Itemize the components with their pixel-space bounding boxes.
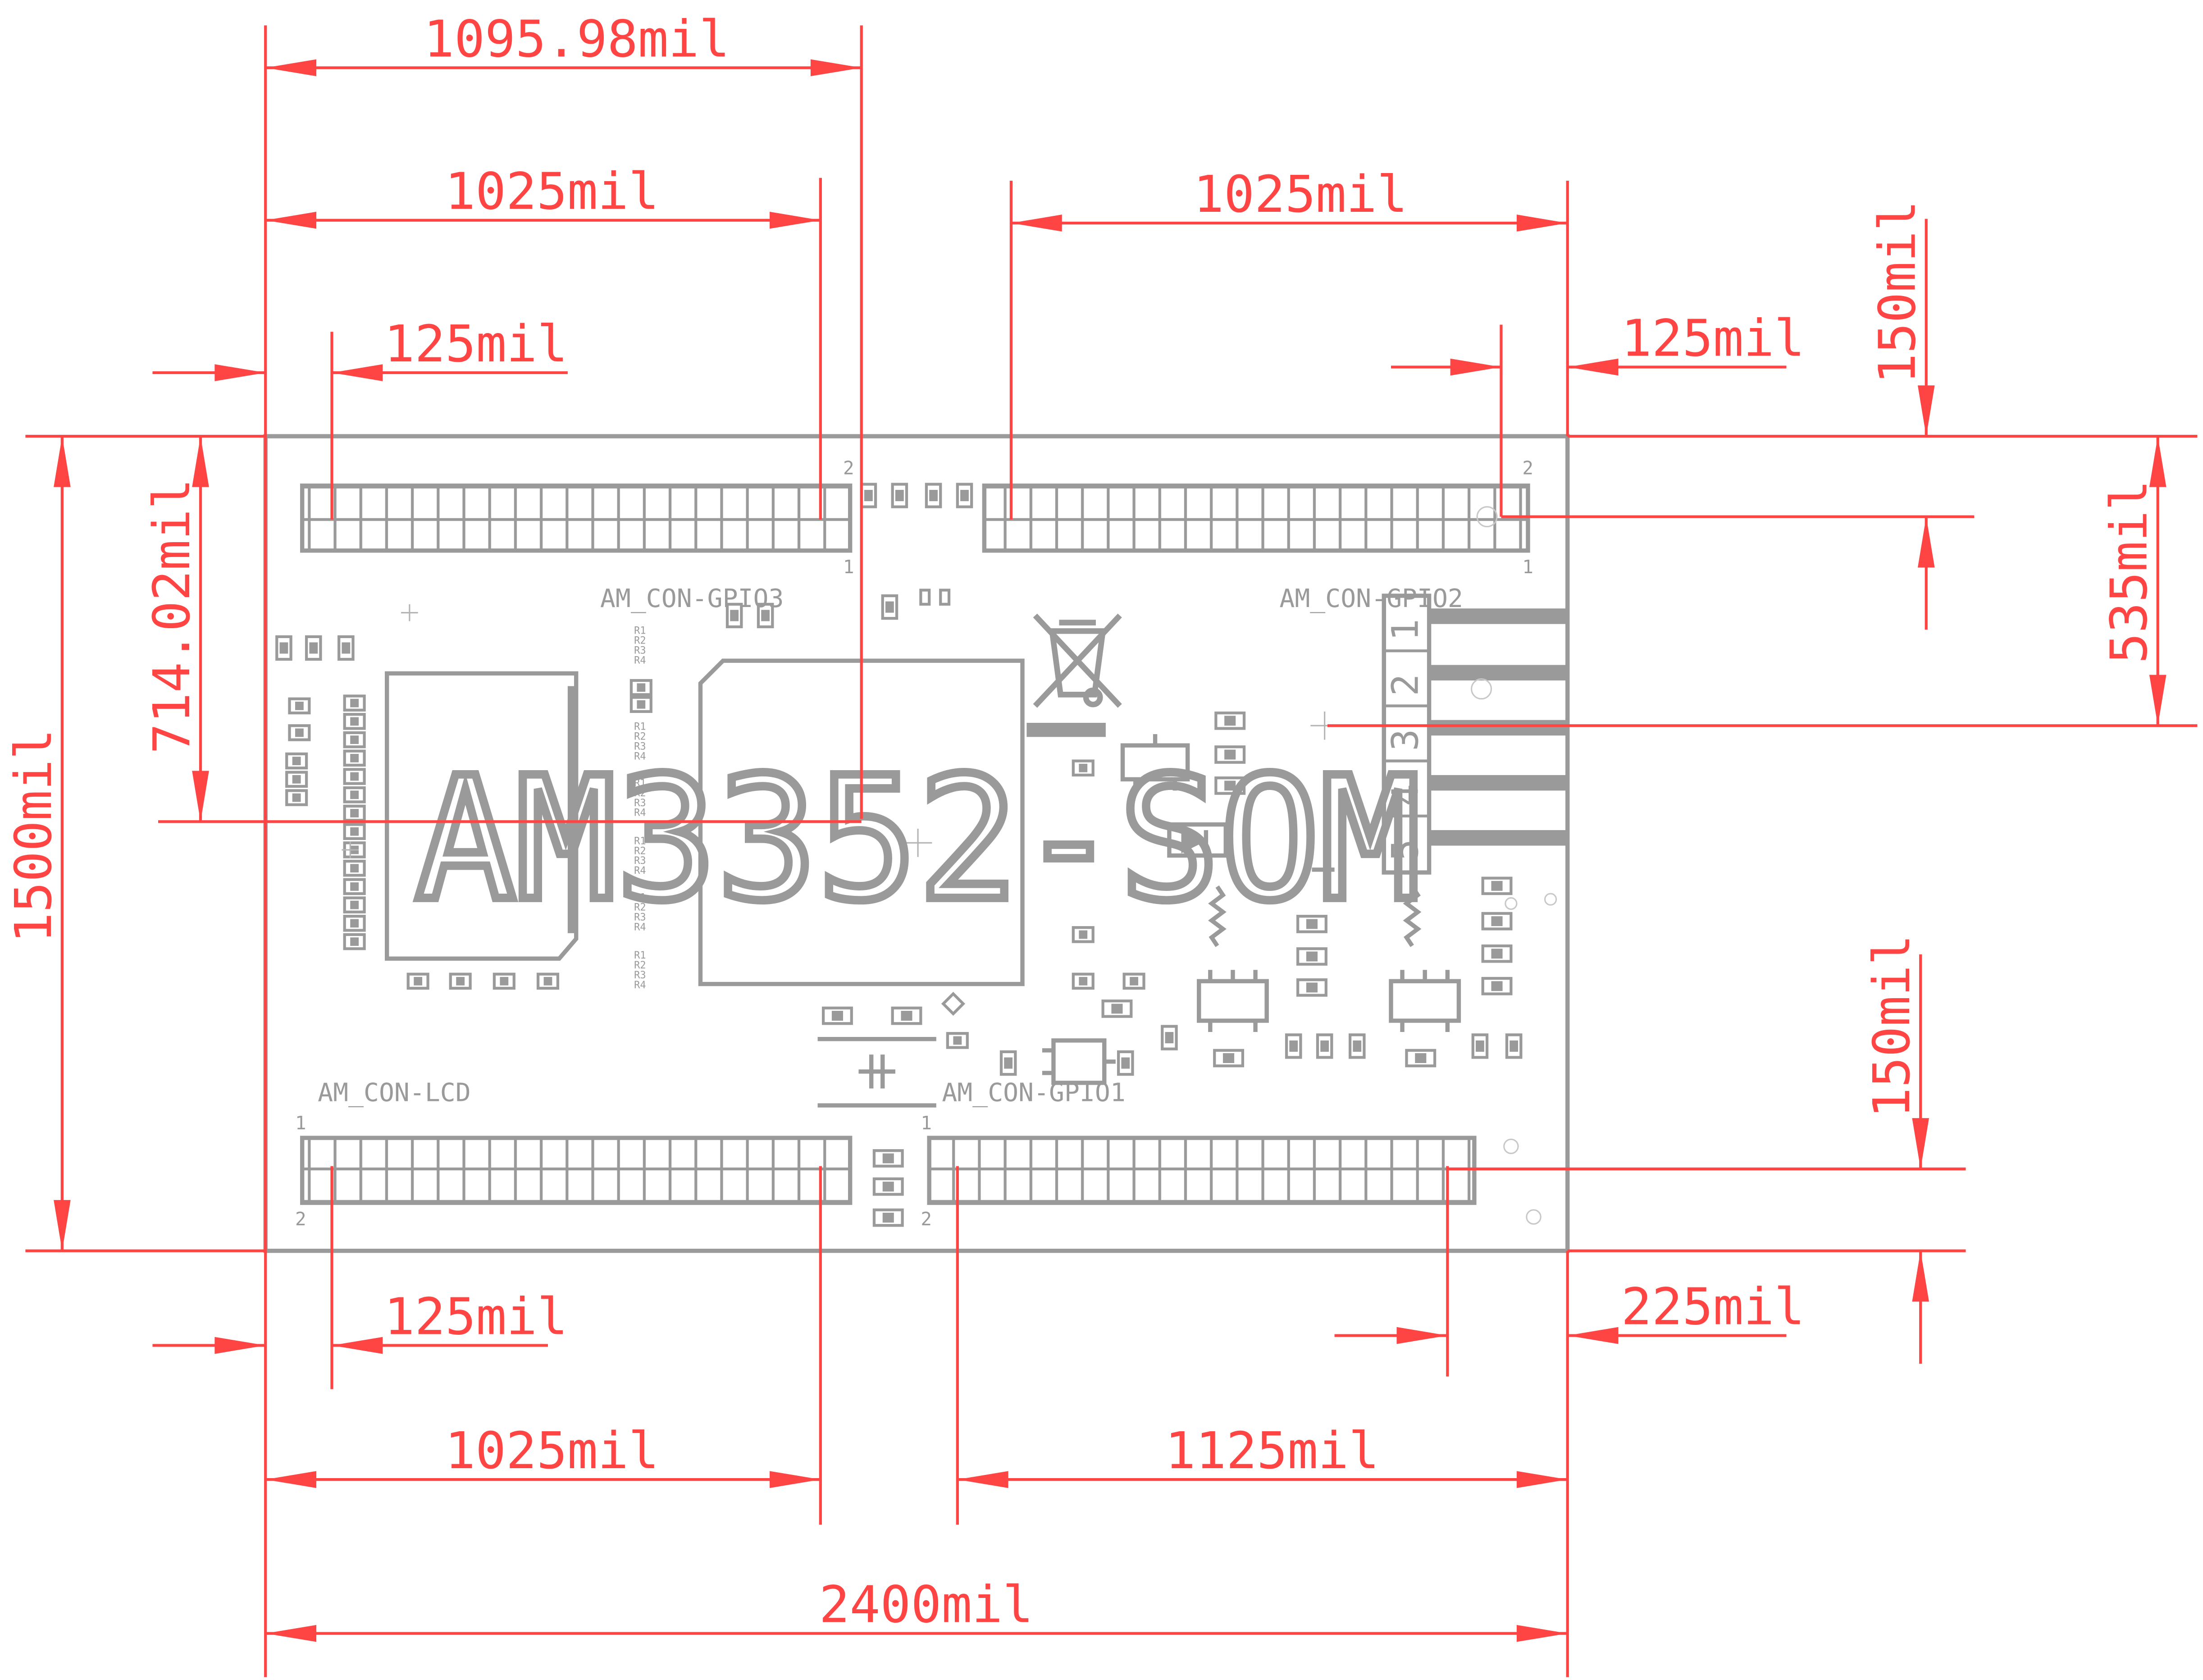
- dim-left-offset: 714.02mil: [142, 479, 201, 754]
- dim-offset-bottom-right: 225mil: [1621, 1277, 1805, 1337]
- connector-gpio3: 2 1 AM_CON-GPIO3: [300, 457, 854, 613]
- svg-text:R2: R2: [634, 845, 646, 857]
- svg-text:R1: R1: [634, 721, 646, 733]
- connector-lcd: AM_CON-LCD 1 2: [295, 1078, 853, 1230]
- memory-chip: [385, 671, 579, 961]
- weee-bin-icon: [1026, 613, 1122, 737]
- board-silkscreen: 2 1 AM_CON-GPIO3 2 1 AM_CON-GPIO2 AM_CON…: [263, 434, 1570, 1253]
- svg-text:R3: R3: [634, 645, 646, 656]
- svg-text:R3: R3: [634, 855, 646, 867]
- gpio1-pin-first: 1: [921, 1112, 932, 1134]
- svg-text:R4: R4: [634, 655, 646, 666]
- dim-right-535: 535mil: [2099, 480, 2159, 663]
- dim-right-bottom-150: 150mil: [1862, 935, 1921, 1118]
- svg-text:R2: R2: [634, 960, 646, 971]
- dim-top-right: 1025mil: [1193, 164, 1407, 224]
- dim-bottom-right: 1125mil: [1165, 1421, 1379, 1480]
- gpio3-pin-first: 1: [843, 556, 854, 578]
- dim-offset-bottom-left: 125mil: [384, 1287, 568, 1346]
- board-title: AM3352-SOM: [415, 741, 1420, 938]
- svg-text:R4: R4: [634, 922, 646, 933]
- resistor-labels: R1 R2 R3 R4 R1 R2 R3 R4 R1 R2 R3 R4 R1 R…: [634, 625, 646, 991]
- passive-pads: [277, 484, 1521, 1226]
- soc-chip: [698, 658, 1025, 986]
- svg-text:R3: R3: [634, 741, 646, 753]
- sot-components: [1042, 734, 1461, 1085]
- dim-offset-top-left: 125mil: [384, 314, 568, 374]
- svg-text:R2: R2: [634, 731, 646, 743]
- header-pin-5: 5: [1384, 839, 1427, 861]
- gpio2-pin-second: 2: [1522, 457, 1533, 479]
- svg-text:R2: R2: [634, 635, 646, 647]
- svg-text:R4: R4: [634, 865, 646, 877]
- svg-text:R1: R1: [634, 625, 646, 637]
- svg-text:R3: R3: [634, 798, 646, 809]
- lcd-pin-first: 1: [295, 1112, 306, 1134]
- svg-text:R1: R1: [634, 835, 646, 847]
- origin-marks: [342, 604, 1339, 858]
- svg-text:R4: R4: [634, 808, 646, 819]
- svg-text:R4: R4: [634, 980, 646, 991]
- svg-text:R4: R4: [634, 751, 646, 762]
- crystal-component: [817, 1037, 936, 1108]
- gpio3-label: AM_CON-GPIO3: [600, 584, 784, 613]
- dim-offset-top-right: 125mil: [1621, 308, 1805, 368]
- svg-text:R3: R3: [634, 970, 646, 981]
- header-pin-3: 3: [1384, 729, 1427, 751]
- lcd-pin-second: 2: [295, 1208, 306, 1230]
- gpio2-pin-first: 1: [1522, 556, 1533, 578]
- connector-gpio2: 2 1 AM_CON-GPIO2: [982, 457, 1533, 613]
- svg-text:R3: R3: [634, 912, 646, 923]
- dimension-labels: 1095.98mil 1025mil 1025mil 125mil 125mil…: [4, 9, 2159, 1634]
- header-pin-1: 1: [1384, 619, 1427, 641]
- svg-text:R1: R1: [634, 892, 646, 904]
- lcd-label: AM_CON-LCD: [318, 1078, 471, 1108]
- dim-top-outer: 1095.98mil: [424, 9, 730, 68]
- header-pin-4: 4: [1384, 784, 1427, 806]
- gpio3-pin-second: 2: [843, 457, 854, 479]
- dim-top-left: 1025mil: [445, 162, 659, 221]
- dim-total-width: 2400mil: [819, 1575, 1033, 1634]
- connector-gpio1: AM_CON-GPIO1 1 2: [921, 1078, 1542, 1230]
- header-pin-2: 2: [1384, 674, 1427, 696]
- dim-right-top-150: 150mil: [1868, 201, 1927, 384]
- right-angle-header: 1 2 3 4 5: [1382, 593, 1568, 910]
- dim-left-height: 1500mil: [4, 729, 63, 943]
- svg-text:R2: R2: [634, 902, 646, 913]
- dim-bottom-left: 1025mil: [445, 1421, 659, 1480]
- svg-text:R1: R1: [634, 778, 646, 789]
- svg-text:R2: R2: [634, 788, 646, 799]
- gpio1-pin-second: 2: [921, 1208, 932, 1230]
- svg-text:R1: R1: [634, 950, 646, 961]
